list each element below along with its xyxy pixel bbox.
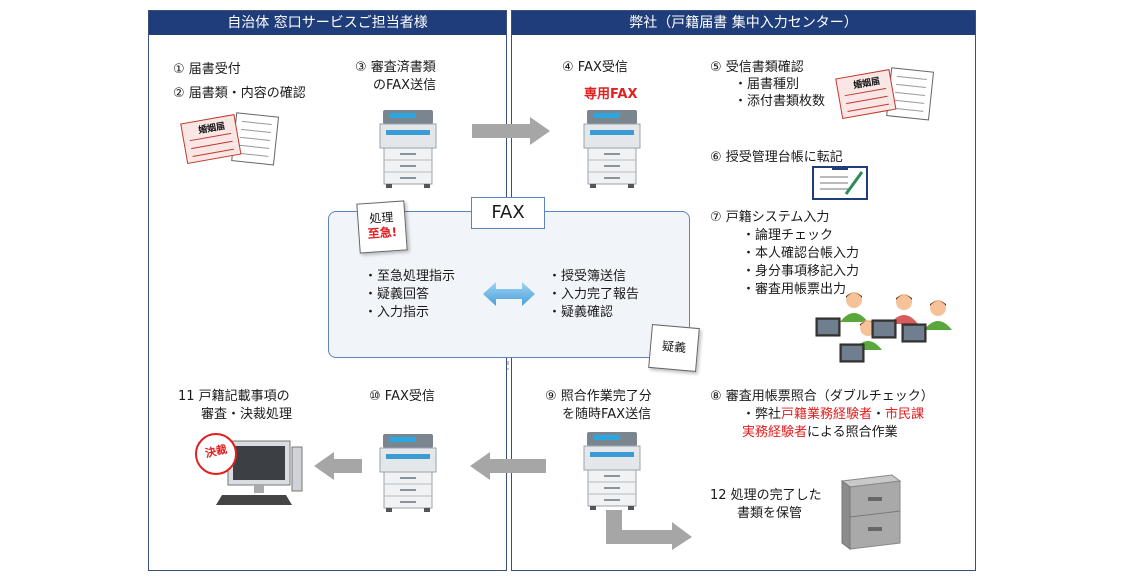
step5-line2: ・届書種別 [734,77,800,92]
arrow-send-right [472,117,550,145]
step12-line1: 12 処理の完了した [710,488,822,503]
step3-line1: ③ 審査済書類 [355,60,436,75]
step8-line2: ・弊社戸籍業務経験者・市民課 [742,406,924,423]
step8-line1: ⑧ 審査用帳票照合（ダブルチェック） [710,389,934,404]
fax-right-item-2: ・入力完了報告 [548,287,640,302]
fax-right-item-1: ・授受簿送信 [548,269,627,284]
fax-box-label: FAX [471,197,545,229]
ledger-clipboard-icon [812,166,868,200]
dedicated-fax-label: 専用FAX [584,87,638,102]
step9-line2: を随時FAX送信 [562,407,652,422]
fax-machine-icon [379,434,437,512]
filing-cabinet-icon [840,474,902,550]
fax-right-item-3: ・疑義確認 [548,305,614,320]
step7-line4: ・身分事項移記入力 [742,264,860,279]
form-sheet-icon [886,67,935,121]
fax-machine-icon [583,432,641,510]
step1-reception: ① 届書受付 [173,62,241,77]
step2-check: ② 届書類・内容の確認 [173,86,306,101]
step12-line2: 書類を保管 [737,506,803,521]
step8-line2-red1: 戸籍業務経験者 [781,407,873,422]
arrow-return-left [470,452,546,480]
fax-machine-icon [583,110,641,188]
step8-line3-red: 実務経験者 [742,425,808,440]
form-sheet-icon [231,112,280,166]
urgent-note: 処理 至急! [356,200,408,254]
fax-left-item-3: ・入力指示 [364,305,430,320]
fax-machine-icon [379,110,437,188]
arrow-to-computer [314,452,362,480]
step11-line2: 審査・決裁処理 [201,407,293,422]
marriage-form-icon [835,69,897,119]
step9-line1: ⑨ 照合作業完了分 [545,389,652,404]
step5-line1: ⑤ 受信書類確認 [710,60,804,75]
step11-line1: 11 戸籍記載事項の [178,389,290,404]
urgent-note-line2: 至急! [367,224,398,241]
step7-line5: ・審査用帳票出力 [742,282,847,297]
documents-icon: 婚姻届 [180,111,284,169]
step8-line3-suffix: による照合作業 [807,425,898,440]
step8-line2-sep: ・ [872,407,886,422]
fax-left-item-1: ・至急処理指示 [364,269,456,284]
marriage-form-icon [180,114,242,164]
step7-line1: ⑦ 戸籍システム入力 [710,210,830,225]
right-panel-title: 弊社（戸籍届書 集中入力センター） [512,11,975,35]
fax-left-item-2: ・疑義回答 [364,287,430,302]
step7-line3: ・本人確認台帳入力 [742,246,860,261]
approval-seal-icon [195,433,237,475]
data-entry-operators-icon [815,292,952,363]
step10-fax-receive: ⑩ FAX受信 [369,389,435,404]
arrow-to-storage [606,510,692,550]
step6-ledger: ⑥ 授受管理台帳に転記 [710,150,843,165]
step8-line2-red2: 市民課 [885,407,925,422]
step4-fax-receive: ④ FAX受信 [562,60,628,75]
step8-line2-prefix: ・弊社 [742,407,782,422]
step8-line3: 実務経験者による照合作業 [742,424,898,441]
step3-line2: のFAX送信 [373,78,437,93]
question-note: 疑義 [648,323,700,373]
desktop-computer-icon [216,440,303,505]
question-note-text: 疑義 [661,338,687,356]
step7-line2: ・論理チェック [742,228,834,243]
left-panel-title: 自治体 窓口サービスご担当者様 [149,11,506,35]
bidirectional-arrow-icon [483,282,535,306]
documents-icon: 婚姻届 [835,66,939,124]
step5-line3: ・添付書類枚数 [734,94,826,109]
